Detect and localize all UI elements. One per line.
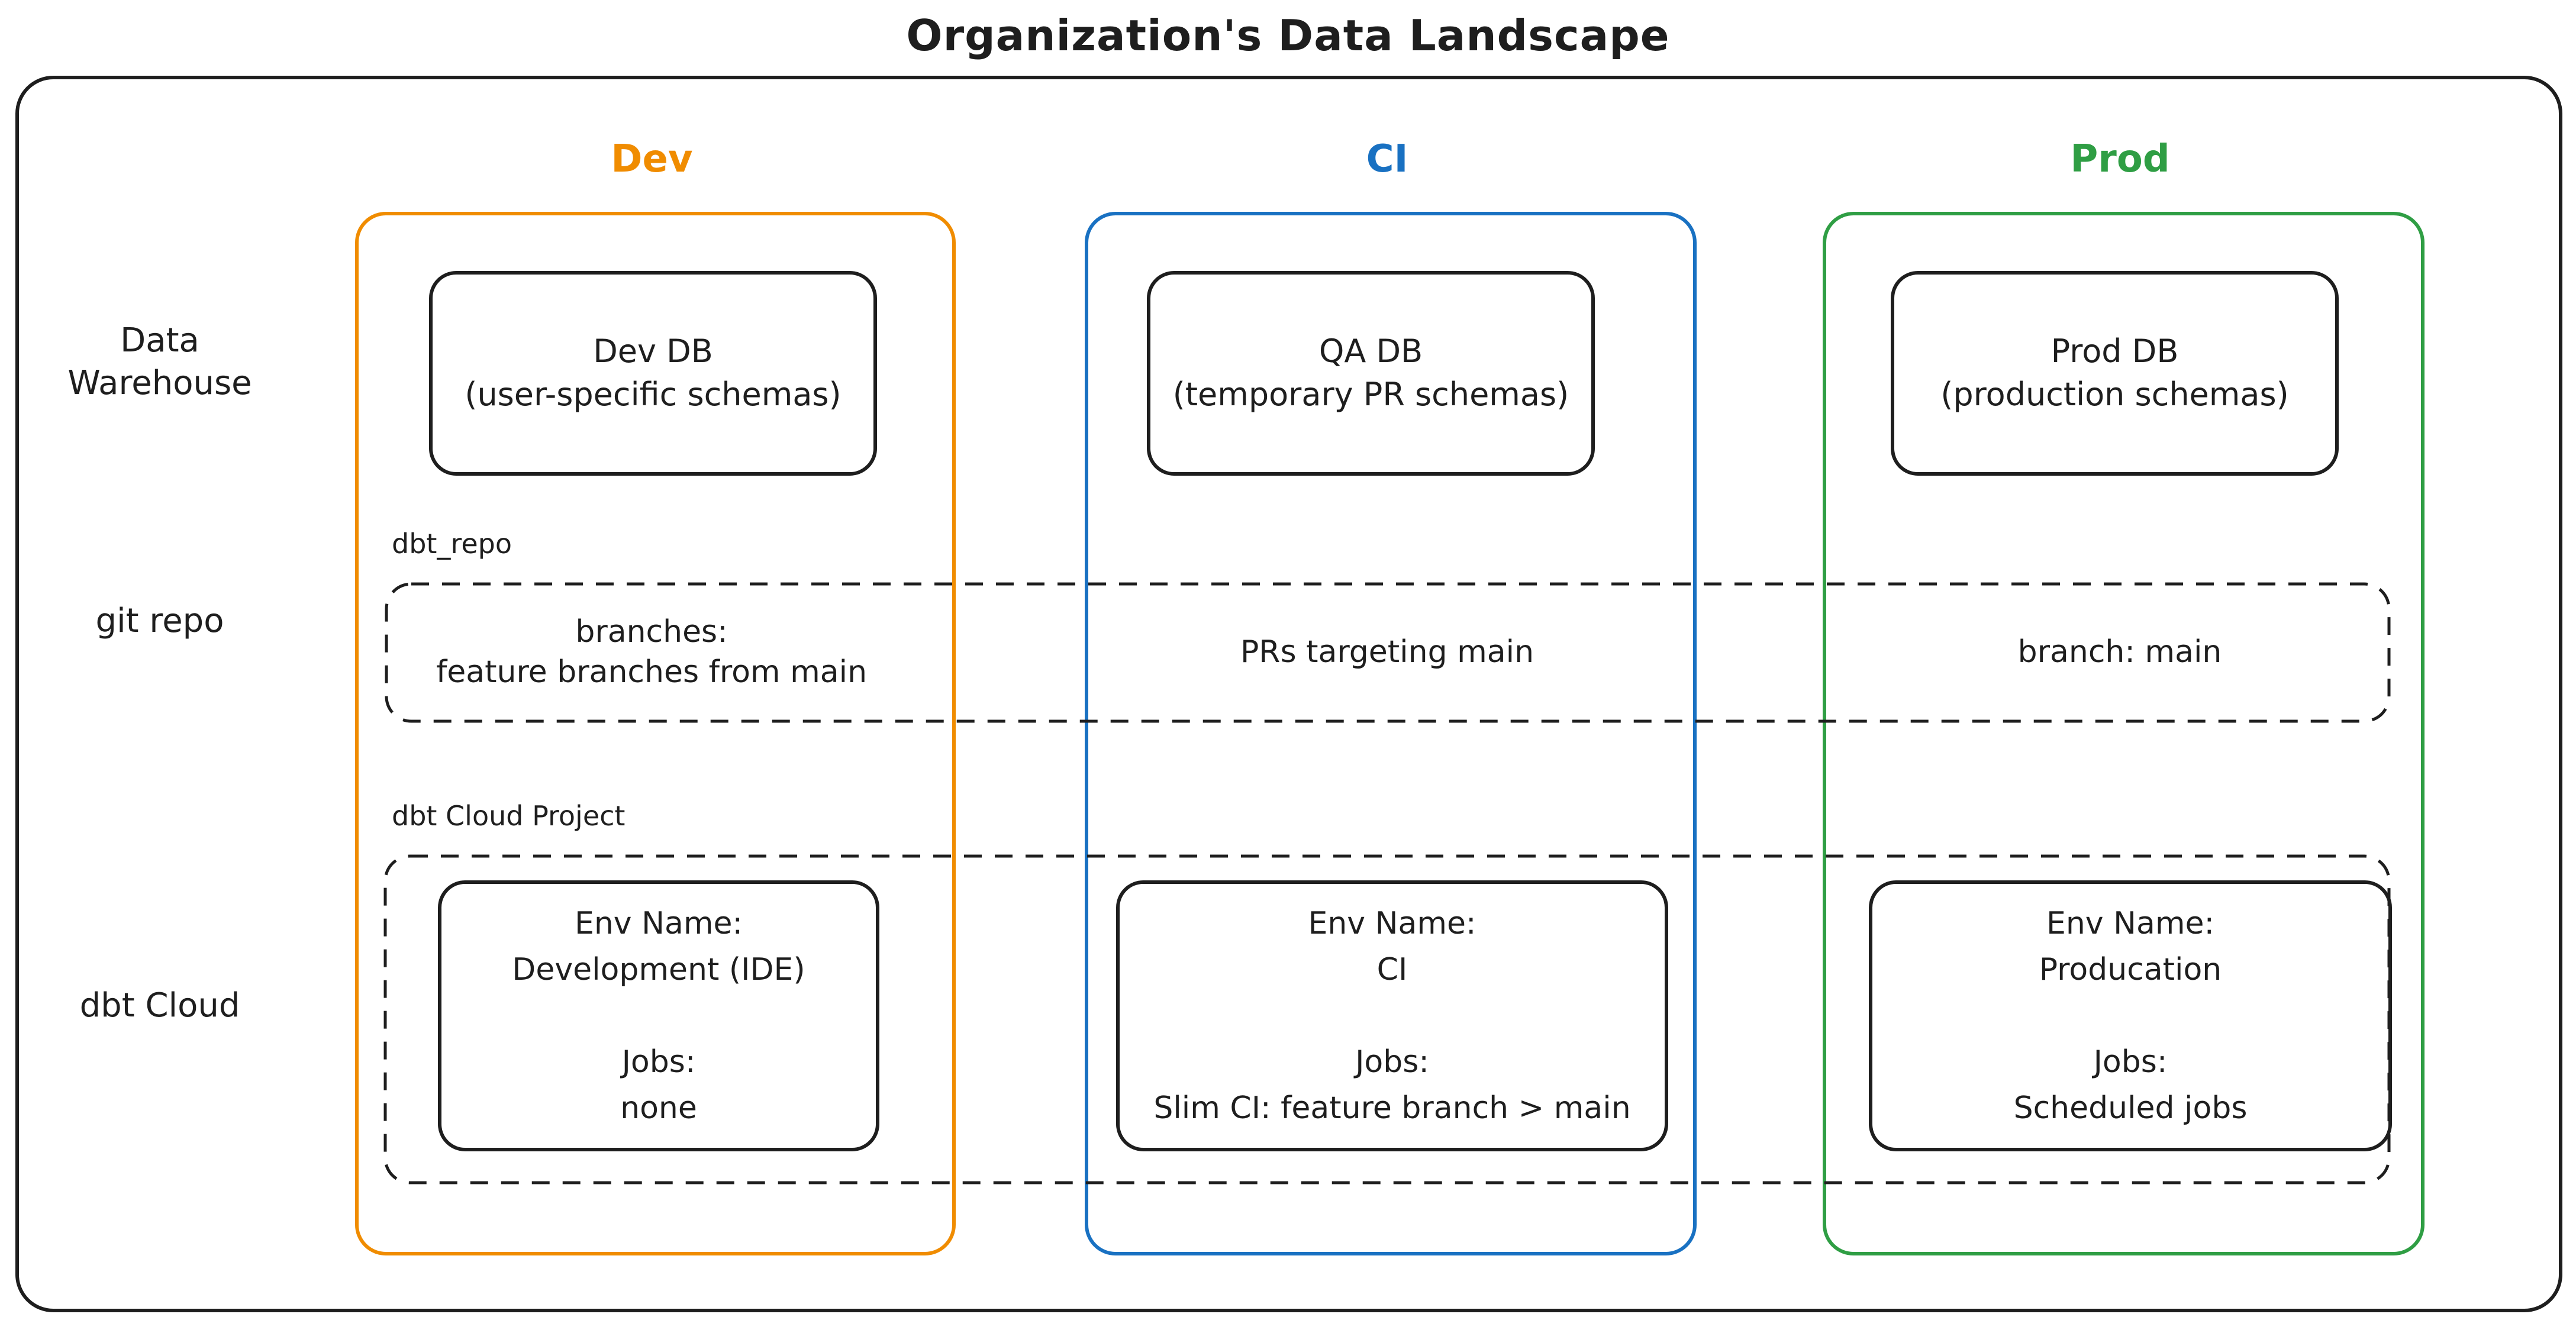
dev-jobs-value: none (620, 1090, 697, 1126)
row-label-dbt-cloud: dbt Cloud (79, 986, 240, 1025)
dev-git-line2: feature branches from main (436, 654, 868, 690)
dev-git-line1: branches: (575, 614, 728, 650)
prod-env-name: Producation (2039, 952, 2222, 987)
prod-git-line1: branch: main (2017, 634, 2222, 670)
ci-env-name: CI (1376, 952, 1408, 987)
prod-db-title: Prod DB (2051, 333, 2179, 370)
prod-db-box: Prod DB (production schemas) (1891, 271, 2339, 476)
dev-git-cell: branches: feature branches from main (382, 582, 921, 723)
qa-db-title: QA DB (1318, 333, 1423, 370)
row-label-git-repo: git repo (95, 602, 224, 640)
qa-db-box: QA DB (temporary PR schemas) (1147, 271, 1595, 476)
dev-env-label: Env Name: (574, 906, 743, 941)
ci-environment-box: Env Name: CI Jobs: Slim CI: feature bran… (1116, 880, 1668, 1151)
ci-jobs-label: Jobs: (1355, 1044, 1429, 1080)
dev-column-header: Dev (611, 137, 693, 181)
ci-env-name-group: Env Name: CI (1308, 900, 1476, 993)
prod-env-label: Env Name: (2046, 906, 2215, 941)
dev-jobs-group: Jobs: none (620, 1039, 697, 1131)
ci-column-frame (1085, 212, 1697, 1255)
prod-column-header: Prod (2070, 137, 2170, 181)
ci-git-line1: PRs targeting main (1240, 634, 1534, 670)
dbt-cloud-project-group-label: dbt Cloud Project (392, 800, 626, 832)
qa-db-subtitle: (temporary PR schemas) (1172, 376, 1569, 413)
landscape-outer-frame (15, 76, 2562, 1312)
prod-environment-box: Env Name: Producation Jobs: Scheduled jo… (1869, 880, 2392, 1151)
dev-env-name-group: Env Name: Development (IDE) (512, 900, 805, 993)
row-label-data-warehouse: Data Warehouse (18, 319, 302, 404)
dev-column-frame (355, 212, 956, 1255)
prod-jobs-value: Scheduled jobs (2013, 1090, 2248, 1126)
ci-jobs-group: Jobs: Slim CI: feature branch > main (1153, 1039, 1630, 1131)
dev-env-name: Development (IDE) (512, 952, 805, 987)
ci-column-header: CI (1366, 137, 1408, 181)
row-label-data-warehouse-line2: Warehouse (67, 363, 252, 402)
prod-jobs-label: Jobs: (2093, 1044, 2168, 1080)
row-label-data-warehouse-line1: Data (120, 321, 199, 360)
prod-git-cell: branch: main (1850, 582, 2389, 723)
dev-db-subtitle: (user-specific schemas) (465, 376, 842, 413)
prod-db-subtitle: (production schemas) (1940, 376, 2289, 413)
ci-git-cell: PRs targeting main (1118, 582, 1656, 723)
dev-jobs-label: Jobs: (621, 1044, 696, 1080)
prod-column-frame (1823, 212, 2425, 1255)
prod-env-name-group: Env Name: Producation (2039, 900, 2222, 993)
dev-environment-box: Env Name: Development (IDE) Jobs: none (438, 880, 879, 1151)
page-title: Organization's Data Landscape (906, 11, 1670, 60)
dev-db-box: Dev DB (user-specific schemas) (429, 271, 877, 476)
ci-jobs-value: Slim CI: feature branch > main (1153, 1090, 1631, 1126)
git-repo-group-box (385, 582, 2391, 723)
ci-env-label: Env Name: (1308, 906, 1476, 941)
dev-db-title: Dev DB (593, 333, 713, 370)
dbt-repo-group-label: dbt_repo (392, 528, 512, 560)
prod-jobs-group: Jobs: Scheduled jobs (2014, 1039, 2248, 1131)
